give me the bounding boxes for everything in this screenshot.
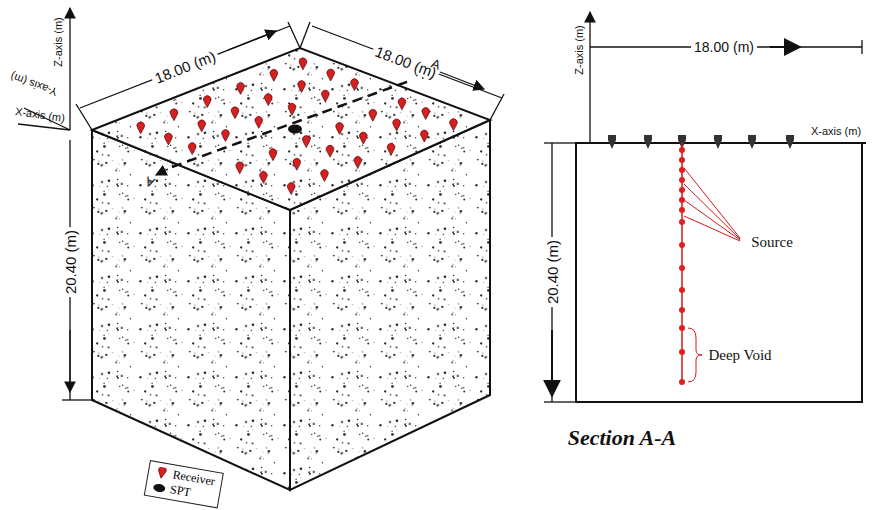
source-point — [679, 157, 685, 163]
source-point — [679, 287, 685, 293]
dimension-label: Z-axis (m) — [52, 14, 65, 70]
source-point — [679, 147, 685, 153]
receiver-mark — [387, 143, 395, 155]
receiver-mark — [264, 94, 272, 106]
dimension-label: X-axis (m) — [808, 125, 864, 138]
receiver-mark — [421, 130, 429, 142]
source-point — [679, 167, 685, 173]
source-point — [679, 265, 685, 271]
receiver-mark — [326, 145, 334, 157]
receiver-mark — [450, 119, 458, 131]
receiver-mark — [237, 83, 245, 95]
receiver-mark — [293, 158, 301, 170]
callout-label: Source — [748, 234, 796, 251]
source-point — [679, 349, 685, 355]
section-view — [544, 12, 866, 402]
receiver-mark — [322, 90, 330, 102]
receiver-mark — [336, 123, 344, 135]
receiver-mark — [270, 69, 278, 81]
receiver-mark — [170, 109, 178, 121]
receiver-mark — [137, 122, 145, 134]
receiver-mark — [422, 108, 430, 120]
receiver-mark — [302, 136, 310, 148]
source-point — [679, 307, 685, 313]
legend-text: SPT — [169, 482, 192, 500]
receiver-mark — [393, 119, 401, 131]
receiver-mark — [369, 109, 377, 121]
source-point — [679, 219, 685, 225]
receiver-mark — [236, 162, 244, 174]
receiver-mark — [287, 183, 295, 195]
receiver-mark — [165, 133, 173, 145]
source-point — [679, 177, 685, 183]
callout-label: Deep Void — [705, 347, 774, 364]
receiver-mark — [360, 132, 368, 144]
receiver-mark — [269, 149, 277, 161]
source-point — [679, 187, 685, 193]
receiver-mark — [748, 135, 756, 149]
receiver-mark — [188, 143, 196, 155]
receiver-mark — [608, 135, 616, 149]
legend-box: ReceiverSPT — [144, 460, 224, 508]
receiver-mark — [288, 103, 296, 115]
dimension-label: 20.40 (m) — [544, 237, 561, 307]
receiver-mark — [222, 130, 230, 142]
receiver-mark — [260, 172, 268, 184]
receiver-mark — [786, 135, 794, 149]
receiver-mark — [203, 96, 211, 108]
receiver-mark — [398, 98, 406, 110]
dimension-label: 20.40 (m) — [62, 227, 79, 297]
dimension-label: 18.00 (m) — [691, 39, 757, 55]
dimension-label: Z-axis (m) — [573, 22, 586, 78]
receiver-mark — [321, 170, 329, 182]
source-point — [679, 379, 685, 385]
source-point — [679, 325, 685, 331]
receiver-mark — [327, 69, 335, 81]
receiver-mark — [644, 135, 652, 149]
receiver-mark — [354, 156, 362, 168]
receiver-mark — [255, 116, 263, 128]
receiver-symbol — [154, 466, 170, 480]
dimension-label: 18.00 (m) — [149, 46, 221, 88]
dimension-label: X-axis (m) — [11, 105, 68, 126]
soil-cube — [92, 48, 490, 490]
source-point — [679, 207, 685, 213]
spt-symbol — [151, 480, 167, 494]
receiver-mark — [198, 120, 206, 132]
spt-mark — [288, 125, 302, 134]
section-title: Section A-A — [565, 426, 680, 450]
receiver-mark — [298, 81, 306, 93]
receiver-mark — [714, 135, 722, 149]
receiver-mark — [299, 58, 307, 70]
dimension-label: Y-axis (m) — [6, 68, 62, 99]
source-point — [679, 242, 685, 248]
receiver-mark — [351, 79, 359, 91]
dimension-lines — [18, 8, 504, 400]
receiver-mark — [231, 107, 239, 119]
